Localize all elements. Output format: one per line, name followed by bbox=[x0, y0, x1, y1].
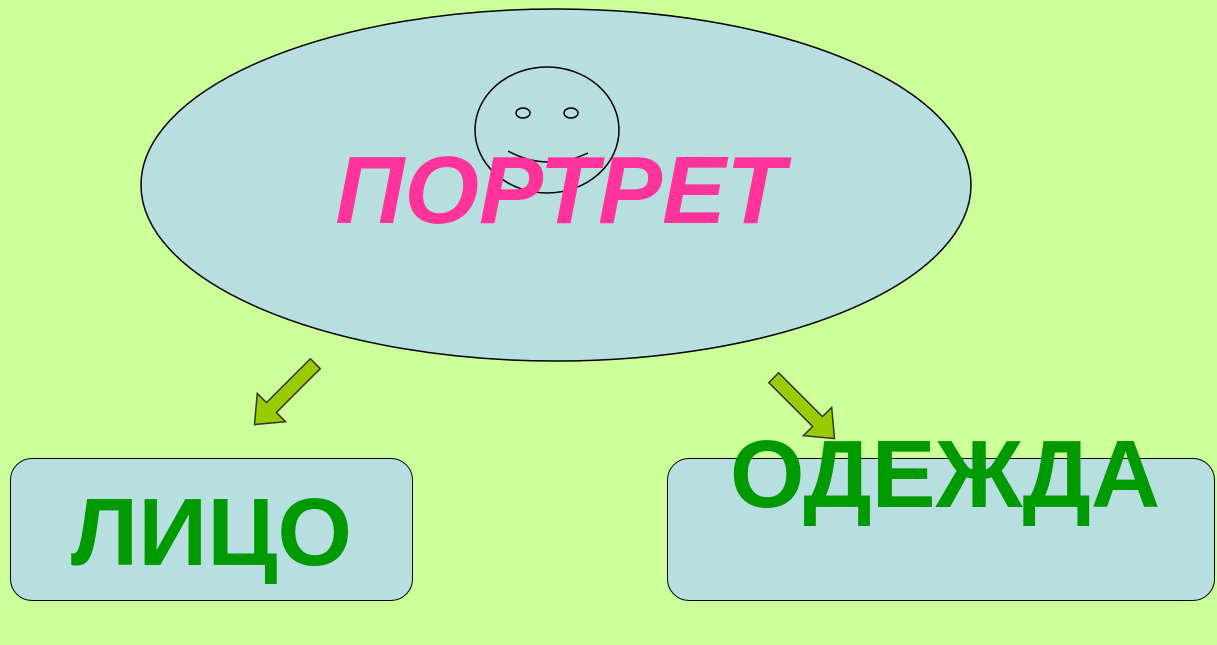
arrow-down-right-icon bbox=[767, 371, 836, 440]
branch-label-face: ЛИЦО bbox=[70, 479, 353, 586]
branch-box-clothes bbox=[667, 458, 1215, 601]
arrow-down-left-icon bbox=[253, 357, 322, 426]
smiley-face-icon bbox=[474, 66, 620, 194]
diagram-title: ПОРТРЕТ bbox=[335, 137, 785, 244]
branch-box-face bbox=[10, 458, 413, 601]
branch-label-clothes: ОДЕЖДА bbox=[729, 421, 1161, 528]
